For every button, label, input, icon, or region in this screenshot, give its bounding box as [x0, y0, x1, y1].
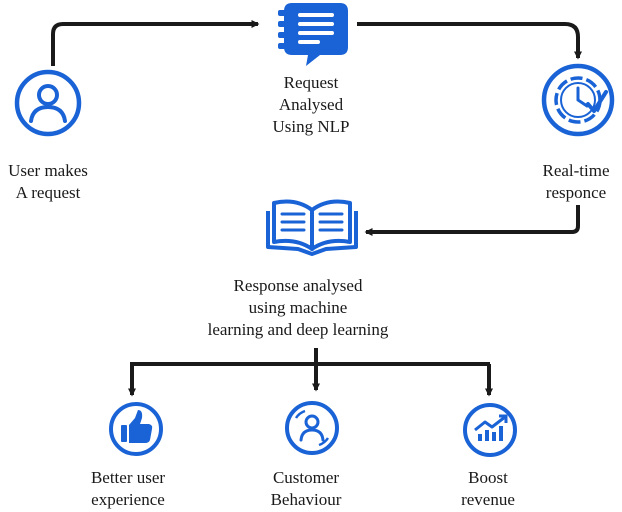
node-label-realtime: Real-time responce: [542, 160, 609, 204]
label-line: Boost: [468, 468, 508, 487]
node-label-revenue: Boost revenue: [461, 467, 515, 511]
label-line: learning and deep learning: [207, 320, 389, 339]
growth-chart-icon: [463, 403, 517, 457]
node-label-user: User makes A request: [8, 160, 88, 204]
arrow-user-to-nlp: [51, 20, 260, 66]
open-book-icon: [266, 199, 358, 256]
node-label-behaviour: Customer Behaviour: [271, 467, 342, 511]
branch-connector: [130, 348, 490, 366]
customer-cycle-icon: [285, 401, 339, 455]
clock-check-icon: [541, 63, 615, 137]
label-line: Request: [283, 73, 339, 92]
arrow-nlp-to-realtime: [357, 22, 582, 60]
node-label-nlp: Request Analysed Using NLP: [273, 72, 350, 138]
label-line: A request: [15, 183, 81, 202]
label-line: revenue: [461, 490, 515, 509]
label-line: experience: [91, 490, 165, 509]
label-line: User makes: [8, 161, 88, 180]
thumbs-up-icon: [109, 402, 163, 456]
label-line: responce: [545, 183, 607, 202]
user-icon: [14, 69, 82, 137]
label-line: Response analysed: [233, 276, 363, 295]
label-line: Behaviour: [270, 490, 342, 509]
label-line: using machine: [248, 298, 348, 317]
node-label-ml: Response analysed using machine learning…: [208, 275, 389, 341]
label-line: Using NLP: [272, 117, 350, 136]
node-label-ux: Better user experience: [91, 467, 165, 511]
label-line: Better user: [90, 468, 166, 487]
chat-bubble-icon: [278, 3, 348, 66]
label-line: Analysed: [278, 95, 344, 114]
arrow-realtime-to-ml: [364, 205, 580, 236]
label-line: Real-time: [542, 161, 610, 180]
label-line: Customer: [272, 468, 340, 487]
